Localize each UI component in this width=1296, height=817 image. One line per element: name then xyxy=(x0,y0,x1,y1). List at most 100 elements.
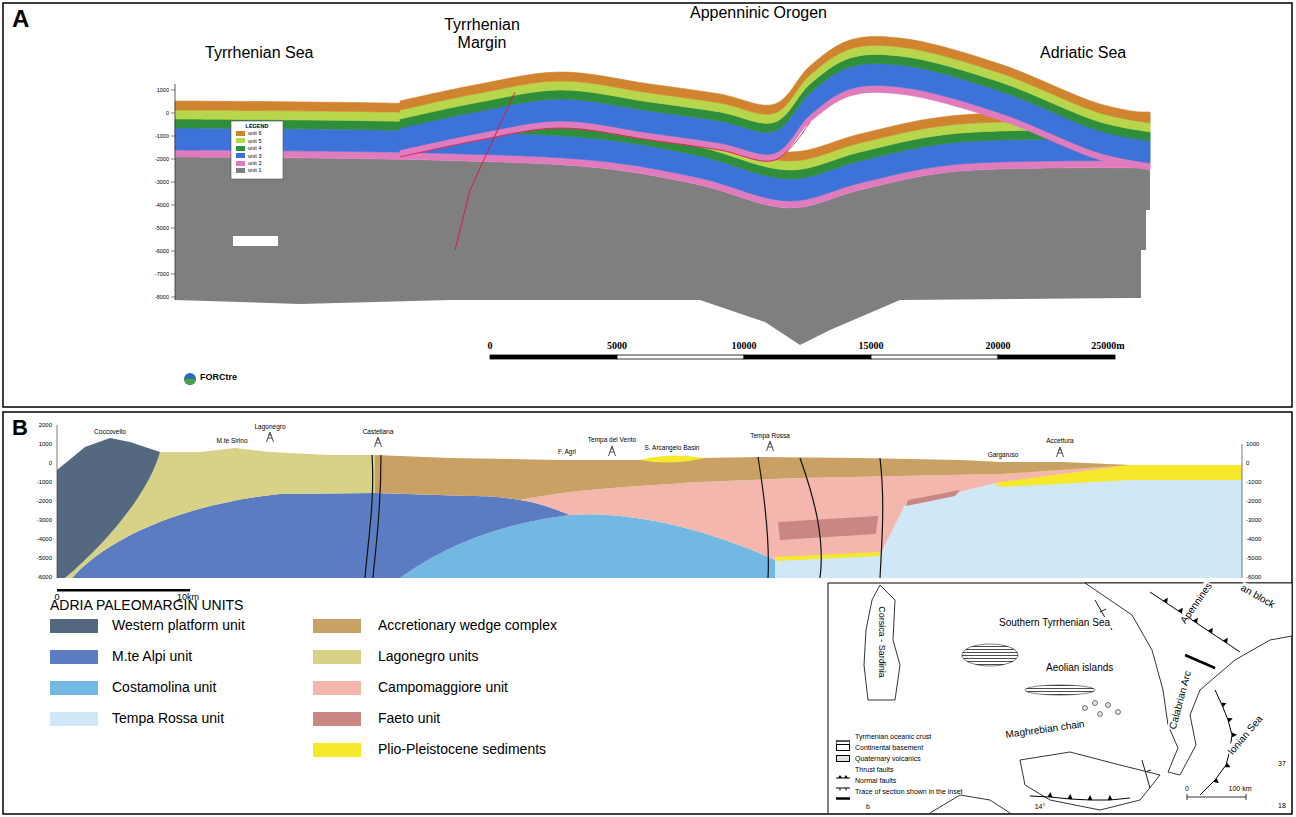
depth-label: 2000 xyxy=(39,422,52,429)
legend-symbol xyxy=(836,788,850,791)
section-trace xyxy=(1185,655,1215,668)
strata-layer xyxy=(400,36,1150,123)
depth-label: -5000 xyxy=(37,555,52,562)
depth-label: -1000 xyxy=(155,133,169,139)
depth-label: -6000 xyxy=(155,248,169,254)
map-label: Aeolian islands xyxy=(1045,662,1114,673)
map-label: b xyxy=(865,803,871,811)
legend-text: Faeto unit xyxy=(378,711,440,726)
depth-label: -8000 xyxy=(155,294,169,300)
legend-box xyxy=(231,121,283,246)
legend-symbol xyxy=(836,784,850,791)
logo-icon xyxy=(184,379,196,385)
legend-text: unit 3 xyxy=(248,153,261,159)
fault-line xyxy=(455,92,515,250)
legend-text: Normal faults xyxy=(855,777,896,785)
legend-text: Plio-Pleistocene sediments xyxy=(378,742,546,757)
well-derrick xyxy=(267,432,1064,457)
place-name: S. Arcangelo Basin xyxy=(645,444,700,451)
legend-text: Western platform unit xyxy=(112,618,245,633)
legend-text: Trace of section shown in the inset xyxy=(855,788,963,796)
scale-segment xyxy=(744,355,871,359)
legend-swatch xyxy=(50,681,98,695)
thrust-fault xyxy=(1200,690,1232,795)
normal-fault xyxy=(1095,600,1151,788)
legend-swatch xyxy=(236,168,245,173)
depth-label: -2000 xyxy=(37,498,52,505)
legend-box xyxy=(233,236,278,246)
map-label: Corsica - Sardinia xyxy=(876,605,886,679)
scale-segment xyxy=(871,355,998,359)
logo-icon xyxy=(184,373,196,385)
axis-tick xyxy=(171,228,175,229)
place-name: Castellana xyxy=(363,428,394,435)
depth-label: -4000 xyxy=(1246,536,1261,543)
region-title: Adriatic Sea xyxy=(1040,44,1126,62)
legend-text: Accretionary wedge complex xyxy=(378,618,557,633)
depth-label: -2000 xyxy=(1246,498,1261,505)
legend-text: Tempa Rossa unit xyxy=(112,711,224,726)
faeto-unit xyxy=(778,490,960,540)
place-name: F. Agri xyxy=(558,448,576,455)
legend-heading: ADRIA PALEOMARGIN UNITS xyxy=(50,598,243,613)
map-scale-bar xyxy=(1187,794,1246,800)
place-name: Accettura xyxy=(1046,437,1073,444)
scale-label: 25000m xyxy=(1091,340,1124,351)
scale-label: 15000 xyxy=(859,340,884,351)
axis-tick xyxy=(171,205,175,206)
depth-axis xyxy=(57,425,1242,578)
legend-swatch xyxy=(236,161,245,166)
legend-swatch xyxy=(236,146,245,151)
legend-text: unit 2 xyxy=(248,160,261,166)
legend-symbol xyxy=(836,773,850,780)
depth-axis xyxy=(57,425,58,578)
plio-sediments xyxy=(775,552,880,561)
logo-text: FORCtre xyxy=(200,373,237,383)
legend-swatch xyxy=(836,744,850,751)
legend-swatch xyxy=(50,619,98,633)
panel-frame xyxy=(3,3,1292,407)
map-label: 0 xyxy=(1184,785,1190,793)
legend-swatch xyxy=(836,788,850,795)
region-title: Tyrrhenian Sea xyxy=(205,44,314,62)
legend-text: unit 1 xyxy=(248,167,261,173)
depth-label: -4000 xyxy=(155,202,169,208)
fault-line xyxy=(758,457,768,578)
axis-tick xyxy=(171,274,175,275)
legend-swatch xyxy=(236,131,245,136)
legend-swatch xyxy=(313,712,361,726)
scale-segment xyxy=(617,355,744,359)
depth-label: -3000 xyxy=(37,517,52,524)
axis-tick xyxy=(171,113,175,114)
legend-swatch xyxy=(313,681,361,695)
fault-line xyxy=(800,458,821,578)
depth-label: -1000 xyxy=(37,479,52,486)
depth-label: -5000 xyxy=(1246,555,1261,562)
map-label: 18 xyxy=(1277,802,1287,810)
legend-swatch xyxy=(836,766,850,773)
place-name: Lagonegro xyxy=(254,423,285,430)
legend-text: Quaternary volcanics xyxy=(855,755,921,763)
place-name: M.te Sirino xyxy=(216,437,247,444)
fault-line xyxy=(880,458,883,578)
axis-tick xyxy=(171,297,175,298)
depth-label: 1000 xyxy=(39,441,52,448)
panel-frame xyxy=(3,412,1292,814)
legend-heading: LEGEND xyxy=(246,123,269,129)
scale-label: 10000 xyxy=(732,340,757,351)
volcanic-island xyxy=(1116,710,1121,715)
legend-swatch xyxy=(836,777,850,784)
island-outline xyxy=(864,585,900,700)
depth-label: 0 xyxy=(49,460,52,467)
axis-tick xyxy=(171,90,175,91)
legend-text: Lagonegro units xyxy=(378,649,478,664)
fault-line xyxy=(365,455,883,578)
oceanic-crust xyxy=(962,644,1018,666)
depth-label: -5000 xyxy=(155,225,169,231)
map-label: 14° xyxy=(1034,803,1047,811)
depth-label: -3000 xyxy=(1246,517,1261,524)
depth-label: 1000 xyxy=(157,87,169,93)
scale-label: 0 xyxy=(488,340,493,351)
legend-symbol xyxy=(836,795,850,802)
western-platform xyxy=(57,438,160,578)
